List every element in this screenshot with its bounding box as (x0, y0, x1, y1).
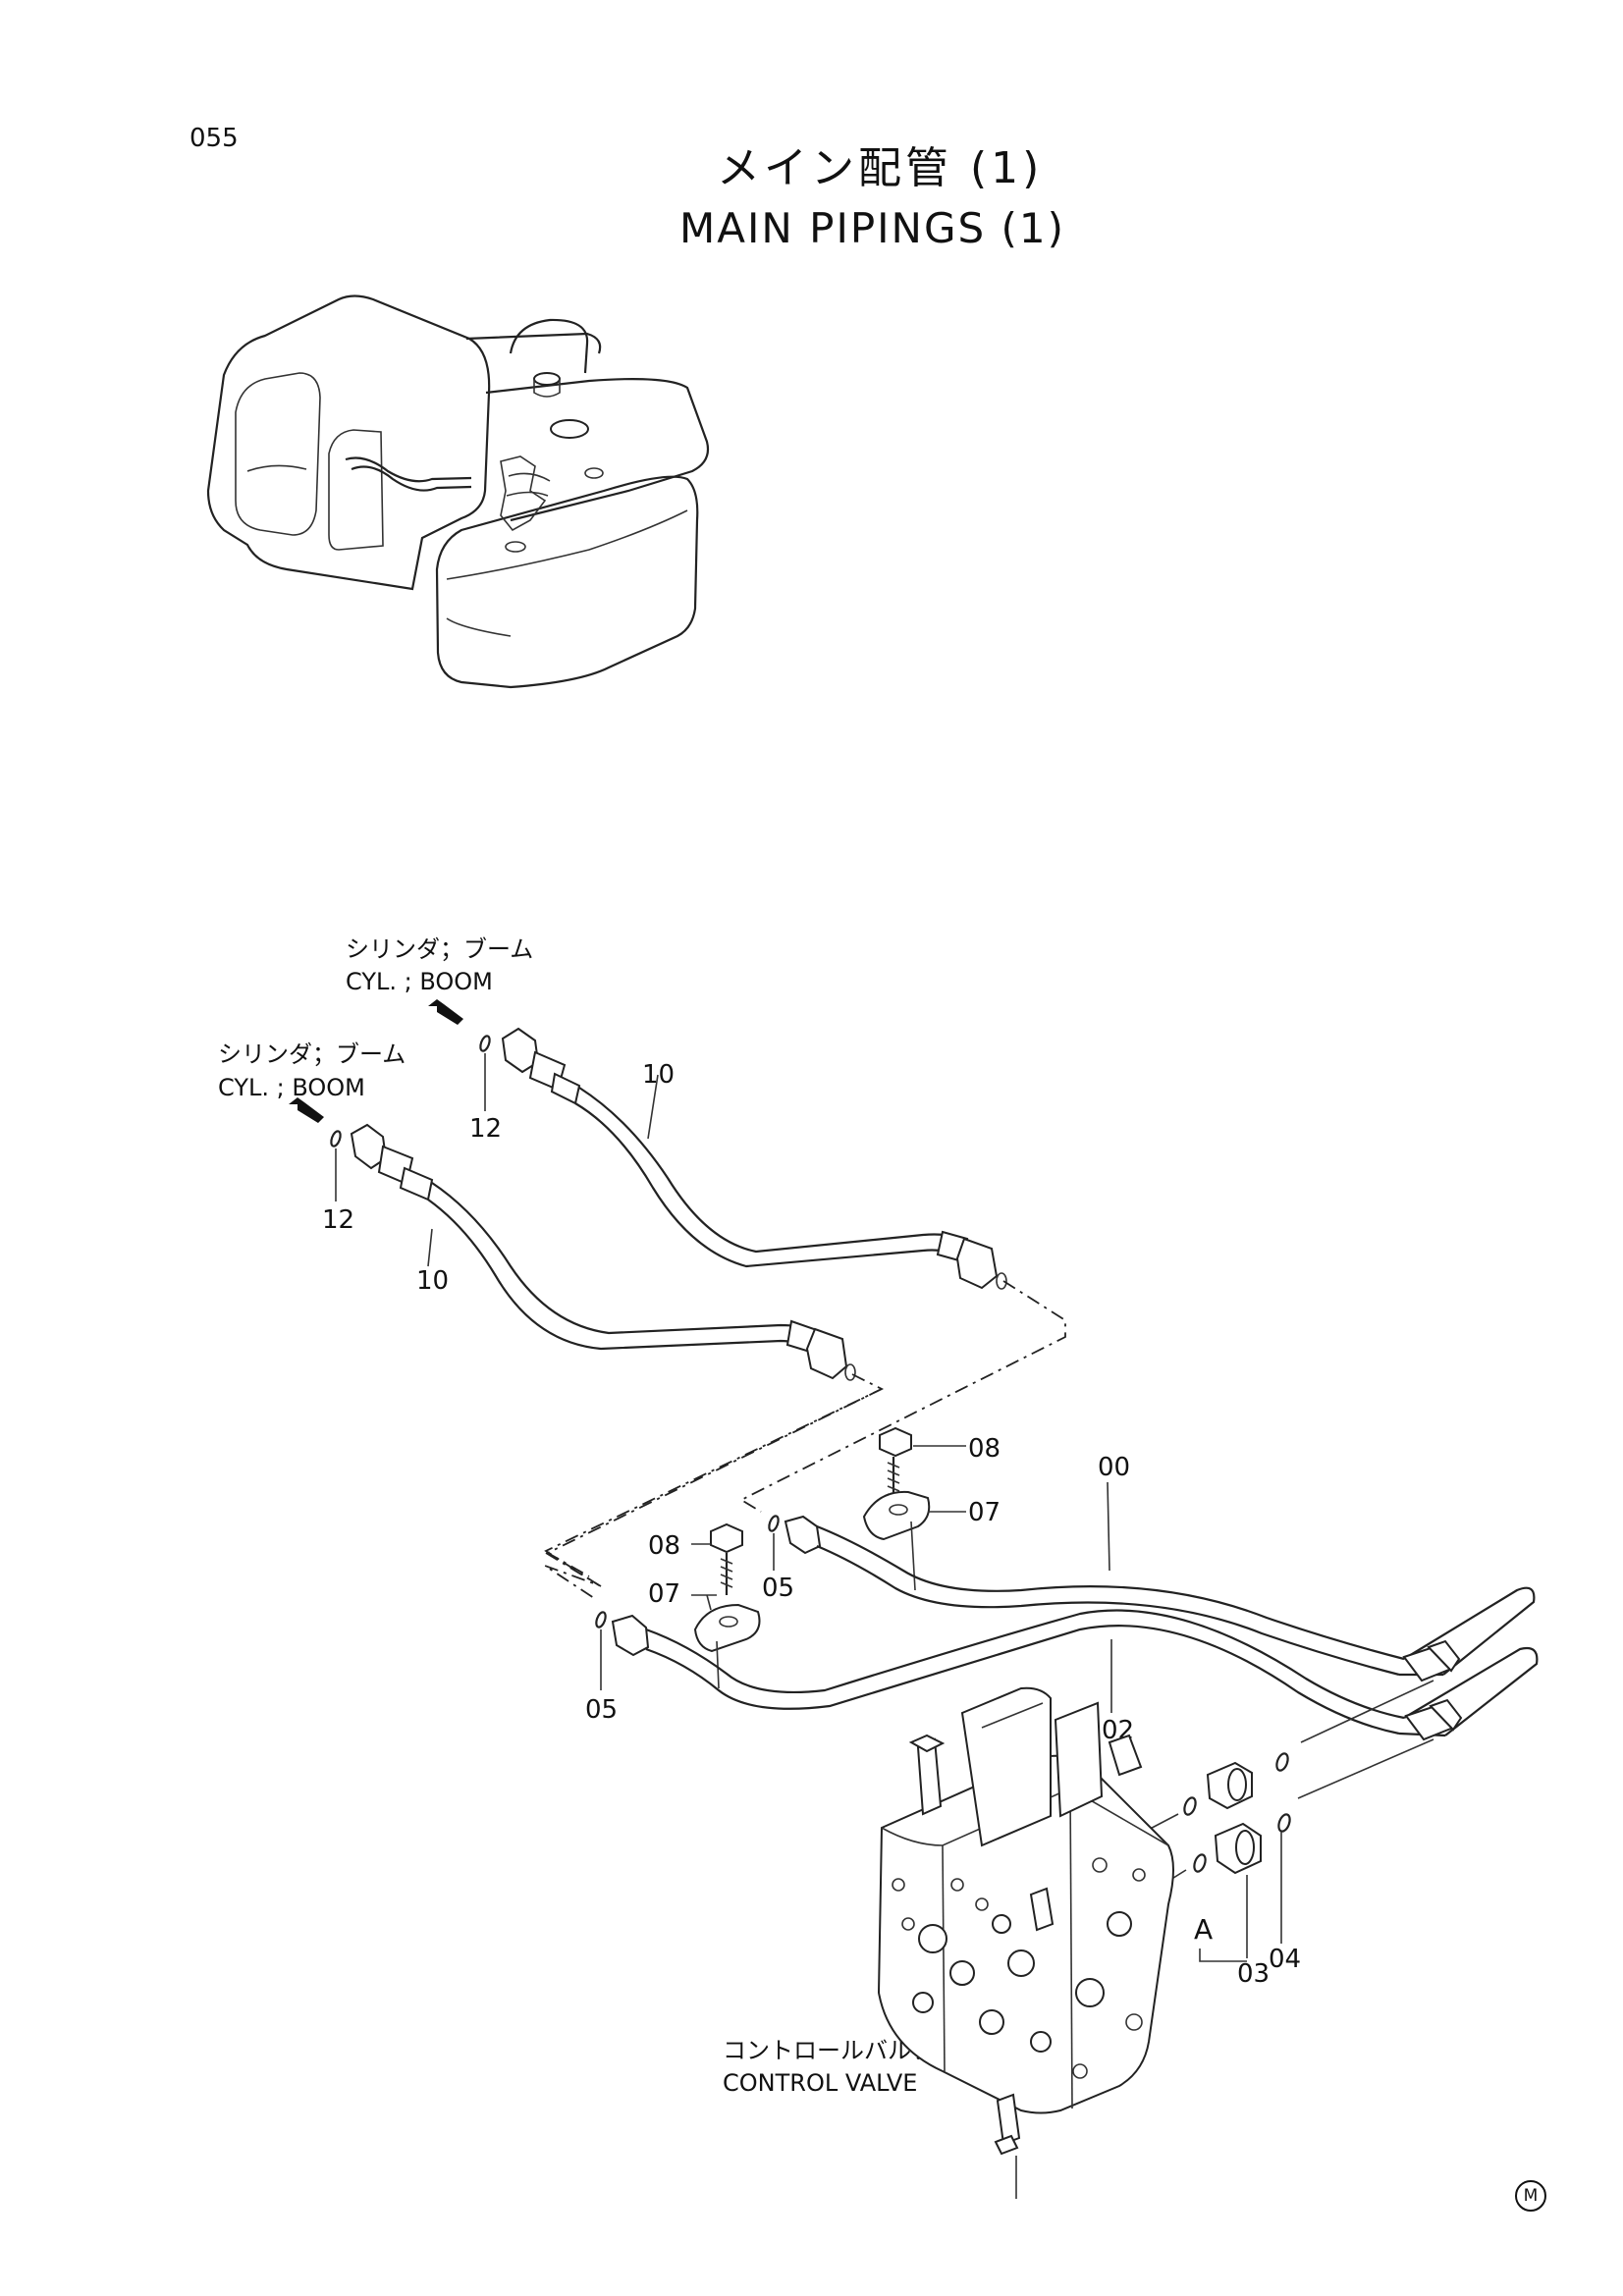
port-label-a: A (1194, 1913, 1214, 1946)
title-japanese: メイン配管 (1) (717, 143, 1044, 193)
part-label-12-upper: 12 (469, 1114, 503, 1144)
manufacturer-mark: M (1515, 2180, 1546, 2212)
connection-line-upper (739, 1280, 1066, 1513)
o-ring-04-b (1193, 1853, 1207, 1873)
o-ring-12-upper (479, 1035, 491, 1052)
excavator-overview-illustration (206, 294, 710, 689)
arrow-to-boom-cylinder-lower-icon (289, 1097, 324, 1123)
hose-10-upper (501, 1027, 1007, 1290)
arrow-to-boom-cylinder-upper-icon (428, 999, 463, 1025)
o-ring-04-a (1183, 1796, 1197, 1816)
part-label-05-right: 05 (762, 1574, 795, 1603)
clamp-07-left (693, 1603, 761, 1653)
callout-control-valve-jp: コントロールバルブ (723, 2037, 935, 2064)
part-label-07-right: 07 (968, 1498, 1001, 1527)
part-label-05-left: 05 (585, 1695, 619, 1725)
title-english: MAIN PIPINGS (1) (679, 204, 1066, 252)
part-label-12-lower: 12 (322, 1205, 355, 1235)
hose-10-lower (350, 1123, 856, 1381)
callout-boom-lower-en: CYL. ; BOOM (218, 1074, 365, 1101)
bolt-08-right (879, 1426, 912, 1502)
part-label-04: 04 (1269, 1945, 1302, 1974)
o-ring-12-lower (330, 1130, 342, 1148)
o-ring-05-right (768, 1515, 780, 1532)
part-label-00: 00 (1098, 1453, 1131, 1482)
part-label-08-left: 08 (648, 1531, 681, 1561)
callout-boom-lower-jp: シリンダ；ブーム (218, 1041, 406, 1068)
connection-line-lower (544, 1373, 885, 1599)
o-ring-04-lower (1277, 1813, 1291, 1833)
clamp-07-right (862, 1490, 931, 1541)
control-valve-illustration (877, 1686, 1174, 2156)
callout-control-valve-en: CONTROL VALVE (723, 2069, 918, 2097)
part-label-03: 03 (1237, 1959, 1271, 1989)
bolt-08-left (710, 1522, 743, 1595)
callout-boom-upper-jp: シリンダ；ブーム (346, 935, 534, 963)
callout-boom-upper-en: CYL. ; BOOM (346, 968, 493, 995)
part-label-10-lower: 10 (416, 1266, 450, 1296)
adapter-03-lower (1214, 1822, 1262, 1875)
pipe-02 (611, 1609, 1539, 1741)
adapter-03-upper (1206, 1761, 1253, 1810)
page-number: 055 (189, 124, 239, 153)
pipe-00 (784, 1515, 1536, 1682)
o-ring-05-left (595, 1611, 607, 1629)
o-ring-04-upper (1275, 1752, 1289, 1772)
part-label-10-upper: 10 (642, 1060, 676, 1090)
part-label-07-left: 07 (648, 1579, 681, 1609)
part-label-08-right: 08 (968, 1434, 1001, 1464)
